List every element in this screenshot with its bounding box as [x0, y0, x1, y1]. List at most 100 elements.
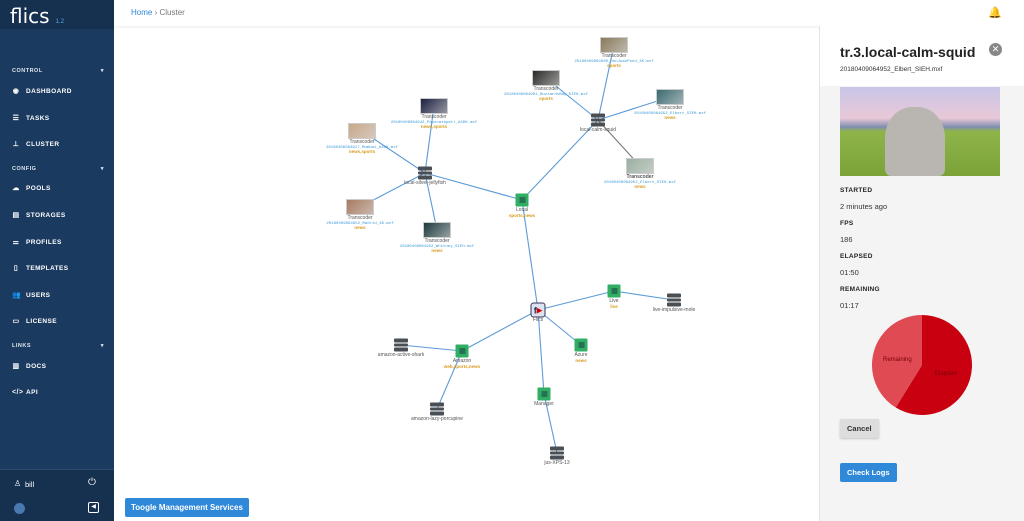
node-name: Live — [609, 298, 619, 304]
graph-edge — [613, 290, 675, 301]
server-icon[interactable] — [394, 338, 408, 352]
pool-icon[interactable] — [574, 338, 588, 352]
transcoder-thumbnail[interactable] — [600, 37, 628, 53]
app-name: flics — [10, 4, 50, 28]
transcoder-thumbnail[interactable] — [423, 222, 451, 238]
sidebar-item-label: TEMPLATES — [26, 264, 69, 272]
check-logs-button[interactable]: Check Logs — [840, 463, 897, 482]
sidebar-item-tasks[interactable]: ☰ TASKS — [12, 114, 50, 123]
server-icon[interactable] — [667, 293, 681, 307]
tasks-icon: ☰ — [12, 115, 20, 122]
sidebar-item-cluster[interactable]: ⊥CLUSTER — [12, 140, 60, 149]
sidebar-item-storages[interactable]: ▤STORAGES — [12, 211, 66, 220]
graph-edge — [400, 344, 463, 352]
node-filename: 20180409064952_Elbert_SIEH.mxf — [633, 111, 707, 116]
node-name: amazon-active-shark — [377, 352, 425, 358]
sidebar-item-users[interactable]: 👥USERS — [12, 291, 51, 300]
collapse-sidebar-icon[interactable]: ◀ — [88, 502, 99, 513]
username[interactable]: bill — [25, 480, 35, 489]
transcoder-thumbnail[interactable] — [532, 70, 560, 86]
server-icon[interactable] — [418, 166, 432, 180]
graph-edge — [537, 290, 615, 311]
caret-down-icon: ▾ — [100, 166, 104, 172]
started-label: STARTED — [840, 187, 873, 194]
transcoder-thumbnail[interactable] — [656, 89, 684, 105]
breadcrumb-home[interactable]: Home — [131, 8, 153, 17]
sidebar-item-label: LICENSE — [26, 317, 57, 325]
section-label: CONTROL — [12, 68, 43, 74]
graph-edge — [461, 309, 539, 352]
cancel-button[interactable]: Cancel — [840, 419, 879, 438]
bell-icon[interactable]: 🔔 — [988, 7, 1002, 19]
node-name: Transcoder — [626, 174, 654, 180]
section-config[interactable]: CONFIG ▾ — [12, 166, 104, 172]
pool-icon[interactable] — [455, 344, 469, 358]
sidebar-item-dashboard[interactable]: ◉DASHBOARD — [12, 87, 72, 96]
code-icon: </> — [12, 389, 24, 396]
server-icon[interactable] — [591, 113, 605, 127]
sidebar-item-docs[interactable]: ▥DOCS — [12, 362, 46, 371]
pool-icon[interactable] — [607, 284, 621, 298]
node-tags: news — [575, 357, 587, 363]
remaining-label: REMAINING — [840, 286, 880, 293]
server-icon[interactable] — [430, 402, 444, 416]
flics-logo-icon[interactable]: f▶ — [530, 302, 546, 318]
transcoder-thumbnail[interactable] — [346, 199, 374, 215]
progress-pie-chart: Elapsed Remaining — [872, 315, 972, 415]
user-icon: ♙ — [14, 479, 22, 488]
node-name: Local — [516, 207, 528, 213]
node-filename: 20180409064901_BuzzardsBay_SIEH.mxf — [503, 92, 589, 97]
pool-icon[interactable] — [515, 193, 529, 207]
graph-edge — [424, 172, 523, 201]
node-name: Transcoder — [601, 53, 627, 59]
user-bar: ♙ bill ⏻ ◀ — [0, 469, 114, 521]
fps-value: 186 — [840, 235, 853, 244]
fps-label: FPS — [840, 220, 854, 227]
graph-edges — [359, 44, 675, 454]
node-name: live-impulsive-mole — [652, 307, 696, 313]
sidebar-item-label: POOLS — [26, 184, 51, 192]
caret-down-icon: ▾ — [100, 343, 104, 349]
sidebar-item-templates[interactable]: ▯TEMPLATES — [12, 264, 69, 273]
sidebar-item-api[interactable]: </>API — [12, 389, 38, 396]
node-name: Transcoder — [347, 215, 373, 221]
node-filename: 20180409064942_Popocatepetl_A4DK.mxf — [390, 120, 478, 125]
node-name: Flics — [532, 317, 544, 323]
avatar[interactable] — [14, 503, 25, 514]
node-filename: 20180409064900_DonJuanPond_4K.mxf — [574, 59, 654, 64]
node-tags: news — [354, 225, 366, 230]
node-tags: sports — [539, 96, 553, 101]
license-icon: ▭ — [12, 318, 20, 325]
power-icon[interactable]: ⏻ — [88, 477, 96, 488]
sidebar-item-label: CLUSTER — [26, 140, 60, 148]
transcoder-thumbnail[interactable] — [348, 123, 376, 139]
remaining-value: 01:17 — [840, 301, 859, 310]
transcoder-thumbnail[interactable] — [626, 158, 654, 174]
sidebar-item-profiles[interactable]: ⚌PROFILES — [12, 238, 62, 247]
sidebar-item-label: USERS — [26, 291, 51, 299]
toggle-management-services-button[interactable]: Toogle Management Services — [125, 498, 249, 517]
sidebar-item-label: TASKS — [26, 114, 50, 122]
video-preview — [840, 87, 1000, 176]
node-name: amazon-lazy-porcupine — [411, 416, 463, 422]
pie-label-remaining: Remaining — [883, 357, 912, 363]
transcoder-thumbnail[interactable] — [420, 98, 448, 114]
pool-icon[interactable] — [537, 387, 551, 401]
pie-slice-remaining — [872, 315, 922, 408]
sidebar-item-label: DASHBOARD — [26, 87, 72, 95]
graph-edge — [521, 199, 539, 311]
graph-edge — [597, 44, 615, 121]
close-icon[interactable]: ✕ — [989, 43, 1002, 56]
section-control[interactable]: CONTROL▾ — [12, 68, 104, 74]
section-links[interactable]: LINKS▾ — [12, 343, 104, 349]
sidebar-item-license[interactable]: ▭ LICENSE — [12, 317, 57, 326]
server-icon[interactable] — [550, 446, 564, 460]
breadcrumb: Home › Cluster — [131, 8, 185, 17]
node-name: Manager — [534, 401, 554, 407]
sidebar-item-pools[interactable]: ☁POOLS — [12, 184, 51, 193]
node-name: Amazon — [452, 358, 472, 364]
section-label: CONFIG — [12, 166, 37, 172]
node-tags: news,sports — [420, 124, 448, 129]
